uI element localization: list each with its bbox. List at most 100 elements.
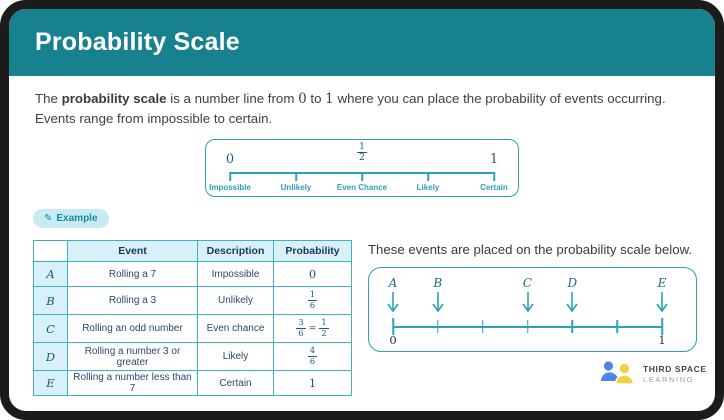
- event-cell: Rolling a 3: [67, 286, 198, 315]
- fraction-numerator: 4: [307, 345, 318, 357]
- intro-text: where you can place the probability of e…: [333, 91, 666, 106]
- scale1-fraction-half: 1 2: [357, 142, 367, 164]
- description-cell: Impossible: [197, 261, 274, 287]
- down-arrow-icon: [521, 292, 534, 313]
- scale2-tick: [526, 320, 529, 333]
- logo-people-icon: [601, 361, 635, 385]
- fraction-denominator: 6: [309, 357, 316, 367]
- fraction-denominator: 6: [298, 329, 304, 339]
- event-cell: Rolling a number less than 7: [67, 370, 198, 396]
- scale1-tick: [295, 172, 297, 181]
- row-label: C: [33, 314, 68, 343]
- scale-marker-B: B: [429, 276, 447, 322]
- row-label: E: [33, 370, 68, 396]
- intro-text: to: [306, 91, 326, 106]
- table-row: C Rolling an odd number Even chance 3 6 …: [33, 314, 352, 343]
- fraction-numerator: 1: [357, 142, 367, 154]
- scale-marker-A: A: [384, 276, 402, 322]
- table-corner-cell: [33, 240, 68, 262]
- header-bar: Probability Scale: [9, 9, 715, 76]
- example-badge: ✎ Example: [33, 209, 109, 228]
- intro-paragraph: The probability scale is a number line f…: [35, 89, 697, 129]
- fraction-denominator: 2: [359, 153, 365, 164]
- scale2-number-one: 1: [658, 333, 666, 347]
- intro-text: The: [35, 91, 62, 106]
- scale2-number-line: A B C D E 0: [387, 276, 668, 347]
- probability-cell: 3 6 = 1 2: [273, 314, 352, 343]
- fraction-numerator: 3: [296, 317, 306, 329]
- fraction-denominator: 2: [321, 329, 327, 339]
- marker-letter: B: [433, 276, 443, 290]
- fraction: 4 6: [307, 345, 318, 367]
- marker-letter: A: [388, 276, 398, 290]
- equals-sign: =: [308, 323, 317, 334]
- event-cell: Rolling a 7: [67, 261, 198, 287]
- pencil-icon: ✎: [44, 212, 53, 224]
- event-cell: Rolling an odd number: [67, 314, 198, 343]
- scale2-tick: [437, 320, 439, 333]
- logo-text: THIRD SPACE LEARNING: [643, 364, 707, 384]
- scale1-number-one: 1: [489, 152, 499, 167]
- table-header-row: Event Description Probability: [33, 240, 352, 262]
- description-cell: Even chance: [197, 314, 274, 343]
- logo-line2: LEARNING: [643, 375, 695, 384]
- table-header-probability: Probability: [273, 240, 352, 262]
- intro-bold-term: probability scale: [61, 91, 167, 106]
- event-cell: Rolling a number 3 or greater: [67, 342, 198, 371]
- scale1-tick: [229, 172, 231, 181]
- scale2-tick: [571, 320, 574, 333]
- table-row: B Rolling a 3 Unlikely 1 6: [33, 286, 352, 315]
- intro-number-zero: 0: [298, 91, 307, 107]
- intro-line2: Events range from impossible to certain.: [35, 111, 273, 127]
- events-caption: These events are placed on the probabili…: [368, 242, 693, 257]
- row-label: B: [33, 286, 68, 315]
- intro-number-one: 1: [325, 91, 334, 107]
- probability-scale-diagram: 0 1 2 1 Impossible Unlikely Even Chance …: [205, 139, 519, 197]
- scale2-tick: [392, 318, 394, 335]
- row-label: A: [33, 261, 68, 287]
- scale1-tick: [493, 172, 495, 181]
- row-label: D: [33, 342, 68, 371]
- events-table: Event Description Probability A Rolling …: [33, 240, 352, 396]
- marker-letter: E: [657, 276, 667, 290]
- page-content: Probability Scale The probability scale …: [9, 9, 715, 411]
- scale2-tick: [481, 320, 484, 333]
- down-arrow-icon: [387, 292, 399, 313]
- scale2-tick: [661, 318, 663, 335]
- scale1-label-unlikely: Unlikely: [280, 183, 312, 192]
- answer-scale-diagram: A B C D E 0: [368, 267, 697, 352]
- scale1-label-impossible: Impossible: [209, 183, 251, 192]
- fraction-denominator: 6: [309, 301, 316, 311]
- scale-marker-E: E: [653, 276, 671, 322]
- down-arrow-icon: [656, 292, 668, 313]
- fraction: 1 2: [319, 317, 329, 339]
- table-row: D Rolling a number 3 or greater Likely 4…: [33, 342, 352, 371]
- table-header-description: Description: [197, 240, 274, 262]
- scale1-tick: [361, 172, 363, 181]
- page-title: Probability Scale: [35, 28, 240, 56]
- fraction: 1 6: [307, 289, 318, 311]
- third-space-learning-logo: THIRD SPACE LEARNING: [600, 359, 707, 389]
- scale1-tick: [427, 172, 429, 181]
- scale2-tick: [616, 320, 618, 333]
- marker-letter: C: [522, 276, 533, 290]
- description-cell: Likely: [197, 342, 274, 371]
- scale1-number-line: 0 1 2 1 Impossible Unlikely Even Chance …: [209, 142, 508, 192]
- scale1-label-certain: Certain: [480, 183, 508, 192]
- table-row: E Rolling a number less than 7 Certain 1: [33, 370, 352, 396]
- fraction-numerator: 1: [307, 289, 318, 301]
- scale1-label-likely: Likely: [416, 183, 440, 192]
- description-cell: Certain: [197, 370, 274, 396]
- table-row: A Rolling a 7 Impossible 0: [33, 261, 352, 287]
- logo-line1: THIRD SPACE: [643, 364, 707, 374]
- down-arrow-icon: [566, 292, 578, 313]
- table-header-event: Event: [67, 240, 198, 262]
- probability-cell: 4 6: [273, 342, 352, 371]
- intro-text: is a number line from: [166, 91, 299, 106]
- description-cell: Unlikely: [197, 286, 274, 315]
- marker-letter: D: [567, 276, 578, 290]
- example-label: Example: [56, 213, 98, 224]
- fraction-numerator: 1: [319, 317, 329, 329]
- scale-marker-C: C: [519, 276, 537, 322]
